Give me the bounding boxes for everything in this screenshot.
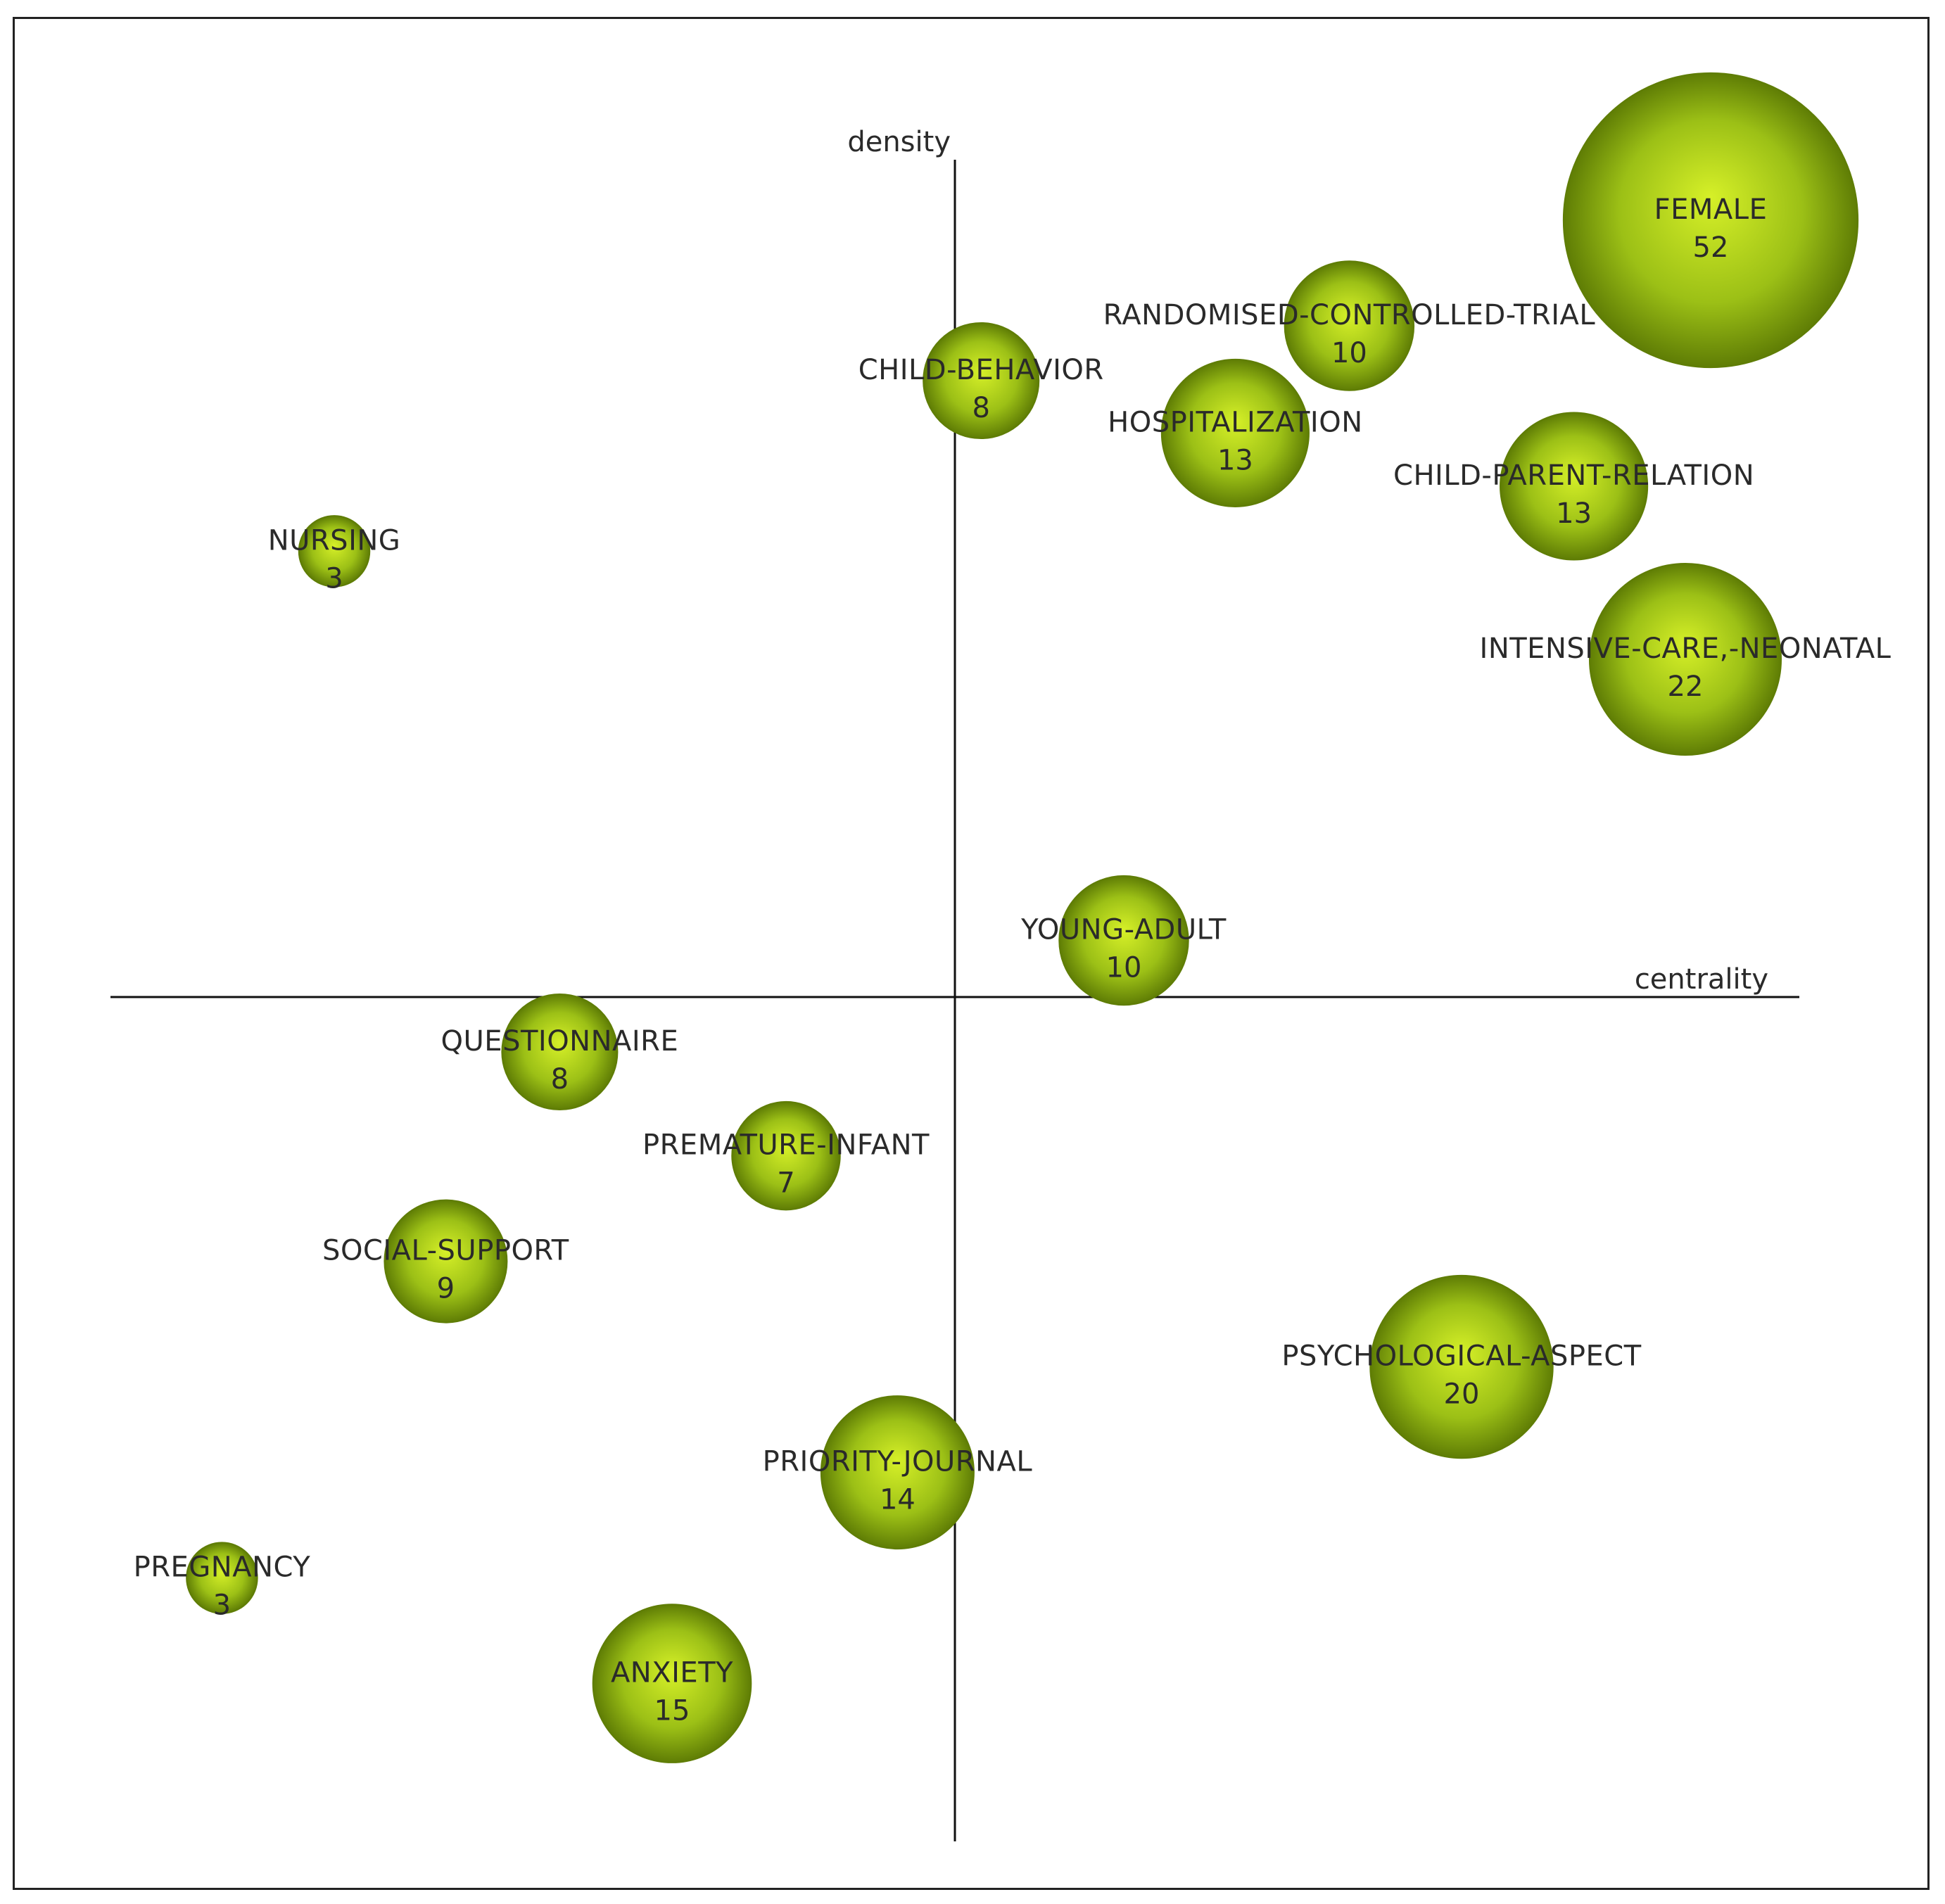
bubble-label: PREGNANCY (134, 1551, 311, 1584)
bubble-value: 14 (880, 1484, 916, 1516)
bubble-circle (1588, 562, 1782, 756)
bubble-layer: FEMALE52RANDOMISED-CONTROLLED-TRIAL10CHI… (134, 72, 1892, 1763)
bubble-female: FEMALE 52 (1562, 72, 1859, 369)
bubble-label: HOSPITALIZATION (1108, 406, 1362, 438)
bubble-social-support: SOCIAL-SUPPORT 9 (322, 1199, 569, 1324)
bubble-label: FEMALE (1654, 193, 1768, 226)
bubble-value: 10 (1106, 952, 1142, 984)
bubble-priority-journal: PRIORITY-JOURNAL 14 (763, 1395, 1033, 1550)
bubble-circle (384, 1199, 508, 1324)
bubble-label: QUESTIONNAIRE (441, 1025, 679, 1058)
bubble-label: YOUNG-ADULT (1020, 914, 1227, 946)
bubble-premature-infant: PREMATURE-INFANT 7 (642, 1100, 930, 1211)
bubble-circle (1284, 260, 1415, 391)
bubble-value: 22 (1668, 671, 1704, 703)
bubble-randomised-controlled-trial: RANDOMISED-CONTROLLED-TRIAL 10 (1103, 260, 1596, 391)
bubble-nursing: NURSING 3 (268, 515, 401, 595)
bubble-circle (298, 515, 371, 588)
bubble-label: CHILD-BEHAVIOR (859, 354, 1104, 386)
bubble-young-adult: YOUNG-ADULT 10 (1020, 875, 1227, 1006)
bubble-value: 52 (1693, 231, 1729, 264)
bubble-value: 13 (1556, 497, 1592, 530)
bubble-label: PRIORITY-JOURNAL (763, 1446, 1033, 1478)
bubble-label: INTENSIVE-CARE,-NEONATAL (1480, 633, 1892, 665)
bubble-value: 10 (1331, 337, 1367, 369)
bubble-circle (731, 1100, 841, 1211)
bubble-circle (1369, 1274, 1554, 1459)
y-axis-label: density (847, 126, 951, 158)
bubble-label: NURSING (268, 524, 401, 557)
bubble-label: CHILD-PARENT-RELATION (1393, 459, 1754, 492)
bubble-anxiety: ANXIETY 15 (592, 1604, 752, 1763)
strategic-diagram: density centrality FEMALE 52RANDOMISED-CO… (110, 72, 1892, 1841)
bubble-circle (1160, 358, 1310, 507)
bubble-circle (501, 993, 619, 1111)
bubble-circle (186, 1542, 258, 1614)
bubble-hospitalization: HOSPITALIZATION 13 (1108, 358, 1362, 507)
bubble-circle (820, 1395, 975, 1550)
bubble-psychological-aspect: PSYCHOLOGICAL-ASPECT 20 (1281, 1274, 1641, 1459)
bubble-value: 7 (777, 1167, 794, 1200)
x-axis-label: centrality (1635, 963, 1768, 996)
bubble-questionnaire: QUESTIONNAIRE 8 (441, 993, 679, 1111)
bubble-value: 20 (1444, 1378, 1480, 1411)
bubble-label: PREMATURE-INFANT (642, 1129, 930, 1162)
bubble-value: 9 (437, 1273, 455, 1305)
bubble-label: SOCIAL-SUPPORT (322, 1235, 569, 1267)
bubble-value: 3 (325, 562, 343, 595)
bubble-value: 3 (213, 1589, 231, 1622)
bubble-value: 8 (972, 392, 989, 424)
bubble-label: PSYCHOLOGICAL-ASPECT (1281, 1340, 1641, 1373)
bubble-child-parent-relation: CHILD-PARENT-RELATION 13 (1393, 412, 1754, 561)
bubble-circle (592, 1604, 752, 1763)
bubble-intensive-care-neonatal: INTENSIVE-CARE,-NEONATAL 22 (1480, 562, 1892, 756)
bubble-label: ANXIETY (611, 1657, 733, 1689)
bubble-value: 15 (654, 1695, 690, 1727)
bubble-label: RANDOMISED-CONTROLLED-TRIAL (1103, 299, 1596, 331)
bubble-value: 13 (1217, 444, 1253, 476)
bubble-child-behavior: CHILD-BEHAVIOR 8 (859, 322, 1104, 440)
bubble-value: 8 (551, 1063, 569, 1096)
bubble-circle (1500, 412, 1649, 561)
bubble-circle (923, 322, 1040, 440)
bubble-circle (1058, 875, 1189, 1006)
bubble-pregnancy: PREGNANCY 3 (134, 1542, 311, 1622)
bubble-circle (1562, 72, 1859, 369)
